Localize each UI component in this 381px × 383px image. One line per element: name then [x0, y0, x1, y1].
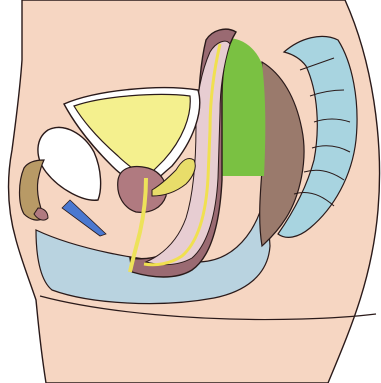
pelvis-sagittal-diagram: [0, 0, 381, 383]
anatomy-diagram: [0, 0, 381, 383]
